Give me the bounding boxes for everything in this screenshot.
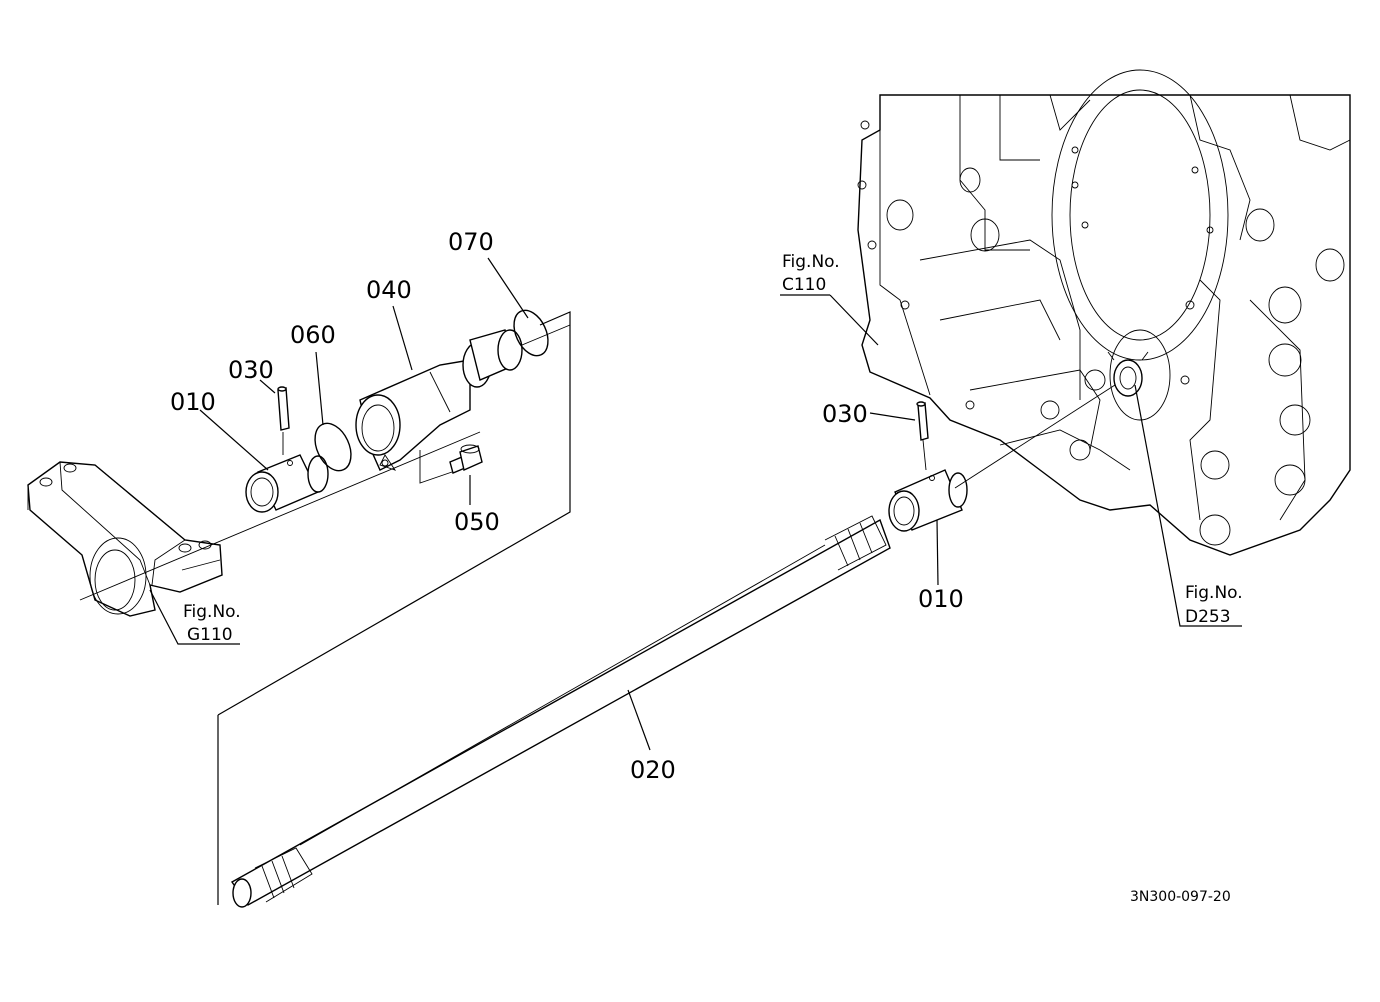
callout-050: 050 bbox=[454, 508, 500, 536]
callout-010-right: 010 bbox=[918, 585, 964, 613]
o-ring-070 bbox=[513, 309, 549, 357]
ref-g110-line1: Fig.No. bbox=[183, 602, 241, 622]
callout-030-left: 030 bbox=[228, 356, 274, 384]
pin-030-right bbox=[916, 401, 929, 441]
ref-d253-line2: D253 bbox=[1185, 607, 1231, 627]
callout-010-left: 010 bbox=[170, 388, 216, 416]
ref-d253-line1: Fig.No. bbox=[1185, 583, 1243, 603]
shaft-020 bbox=[230, 515, 891, 908]
callout-020: 020 bbox=[630, 756, 676, 784]
leader-lines bbox=[149, 257, 1242, 751]
transmission-housing bbox=[857, 69, 1351, 556]
callout-labels: 070 040 060 030 010 050 030 010 020 bbox=[170, 228, 964, 784]
bolt-050 bbox=[449, 444, 483, 474]
bushing-010-right bbox=[888, 469, 968, 532]
ref-c110-line1: Fig.No. bbox=[782, 252, 840, 272]
lift-arm-bracket bbox=[27, 461, 223, 617]
callout-070: 070 bbox=[448, 228, 494, 256]
callout-060: 060 bbox=[290, 321, 336, 349]
housing-040 bbox=[355, 329, 523, 471]
callout-030-right: 030 bbox=[822, 400, 868, 428]
ref-g110-line2: G110 bbox=[187, 625, 233, 645]
figure-references: Fig.No. G110 Fig.No. C110 Fig.No. D253 bbox=[183, 252, 1243, 645]
callout-040: 040 bbox=[366, 276, 412, 304]
assembly-lines bbox=[79, 311, 1116, 905]
bushing-010-left bbox=[245, 454, 329, 513]
ref-c110-line2: C110 bbox=[782, 275, 826, 295]
pin-030-left bbox=[277, 386, 290, 431]
drawing-code: 3N300-097-20 bbox=[1130, 889, 1231, 905]
